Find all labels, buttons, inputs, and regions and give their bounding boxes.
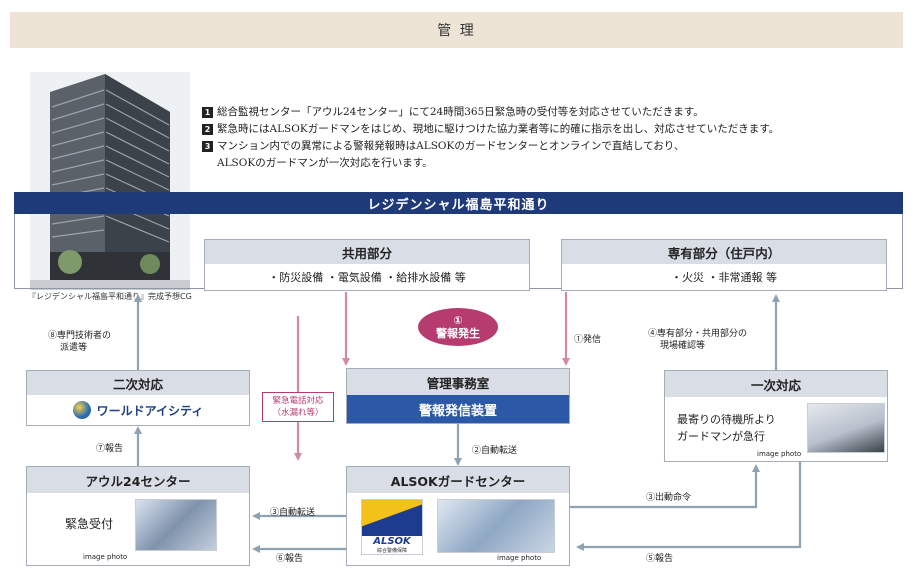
primary-response-box: 一次対応 最寄りの待機所より ガードマンが急行 image photo (664, 370, 888, 462)
primary-photo-caption: image photo (757, 450, 802, 458)
alarm-device-bar: 警報発信装置 (347, 395, 569, 423)
note-number: 2 (202, 124, 213, 135)
private-area-title: 専有部分（住戸内） (562, 240, 886, 264)
alsok-logo-mark (362, 500, 422, 536)
label-site-check: ④専有部分・共用部分の 現場確認等 (648, 328, 747, 352)
note-item: 3 マンション内での異常による警報発報時はALSOKのガードセンターとオンライン… (202, 138, 779, 155)
primary-response-line2: ガードマンが急行 (677, 430, 765, 443)
common-area-box: 共用部分 ・防災設備 ・電気設備 ・給排水設備 等 (204, 239, 530, 291)
note-continuation: ALSOKのガードマンが一次対応を行います。 (217, 157, 433, 169)
secondary-response-box: 二次対応 ワールドアイシティ (26, 370, 250, 426)
notes-list: 1 総合監視センター「アウル24センター」にて24時間365日緊急時の受付等を対… (202, 104, 779, 172)
emergency-call-note: 緊急電話対応 （水漏れ等） (262, 392, 334, 422)
label-dispatch-line2: 派遣等 (60, 343, 88, 353)
note-text: 緊急時にはALSOKガードマンをはじめ、現地に駆けつけた協力業者等に的確に指示を… (217, 123, 780, 135)
owl24-center-box: アウル24センター 緊急受付 image photo (26, 466, 250, 566)
world-icity-logo: ワールドアイシティ (27, 395, 249, 425)
section-header: 管 理 (10, 12, 903, 48)
alsok-photo-caption: image photo (497, 554, 542, 562)
management-office-title: 管理事務室 (347, 369, 569, 395)
note-number: 1 (202, 107, 213, 118)
building-image (30, 72, 190, 290)
label-report-5: ⑤報告 (646, 554, 674, 564)
emergency-call-line2: （水漏れ等） (272, 408, 324, 418)
label-report-6: ⑥報告 (276, 554, 304, 564)
label-dispatch-order-3: ③出動命令 (646, 493, 692, 503)
building-caption: 『レジデンシャル福島平和通り』完成予想CG (28, 292, 192, 301)
common-area-body: ・防災設備 ・電気設備 ・給排水設備 等 (268, 271, 466, 284)
private-area-body: ・火災 ・非常通報 等 (671, 271, 777, 284)
label-auto-transfer-2: ②自動転送 (472, 446, 518, 456)
owl24-operator-photo (135, 499, 217, 551)
private-area-box: 専有部分（住戸内） ・火災 ・非常通報 等 (561, 239, 887, 291)
label-site-check-line2: 現場確認等 (660, 341, 706, 351)
primary-response-text: 最寄りの待機所より ガードマンが急行 (677, 411, 776, 445)
label-auto-transfer-3: ③自動転送 (270, 508, 316, 518)
world-icity-logo-icon (72, 401, 91, 419)
common-area-title: 共用部分 (205, 240, 529, 264)
label-site-check-line1: ④専有部分・共用部分の (648, 329, 748, 339)
alsok-logo-text: ALSOK (373, 536, 411, 547)
note-item: 2 緊急時にはALSOKガードマンをはじめ、現地に駆けつけた協力業者等に的確に指… (202, 121, 779, 138)
alsok-center-title: ALSOKガードセンター (347, 467, 569, 493)
label-send-1: ①発信 (574, 335, 602, 345)
world-icity-logo-text: ワールドアイシティ (96, 403, 204, 418)
alsok-control-room-photo (437, 499, 555, 553)
alert-number: ① (453, 314, 463, 327)
note-text: マンション内での異常による警報発報時はALSOKのガードセンターとオンラインで直… (217, 140, 685, 152)
label-dispatch-line1: ⑧専門技術者の (48, 331, 112, 341)
label-report-7: ⑦報告 (96, 444, 124, 454)
primary-response-title: 一次対応 (665, 371, 887, 397)
note-number: 3 (202, 141, 213, 152)
owl24-center-title: アウル24センター (27, 467, 249, 493)
secondary-response-title: 二次対応 (27, 371, 249, 395)
emergency-call-line1: 緊急電話対応 (272, 396, 324, 406)
alert-text: 警報発生 (436, 327, 480, 340)
owl24-center-body: 緊急受付 (65, 517, 114, 531)
alsok-logo: ALSOK 綜合警備保障 (361, 499, 423, 555)
management-office-box: 管理事務室 警報発信装置 (346, 368, 570, 424)
alsok-logo-sub: 綜合警備保障 (376, 548, 407, 554)
alsok-center-box: ALSOKガードセンター ALSOK 綜合警備保障 image photo (346, 466, 570, 566)
primary-response-line1: 最寄りの待機所より (677, 413, 776, 426)
residence-title: レジデンシャル福島平和通り (14, 192, 903, 214)
alert-badge: ① 警報発生 (418, 308, 498, 346)
note-item: 1 総合監視センター「アウル24センター」にて24時間365日緊急時の受付等を対… (202, 104, 779, 121)
note-text: 総合監視センター「アウル24センター」にて24時間365日緊急時の受付等を対応さ… (217, 106, 704, 118)
section-title: 管 理 (437, 23, 476, 39)
guard-photo (807, 403, 885, 453)
label-dispatch: ⑧専門技術者の 派遣等 (48, 330, 111, 354)
owl24-photo-caption: image photo (83, 553, 128, 561)
